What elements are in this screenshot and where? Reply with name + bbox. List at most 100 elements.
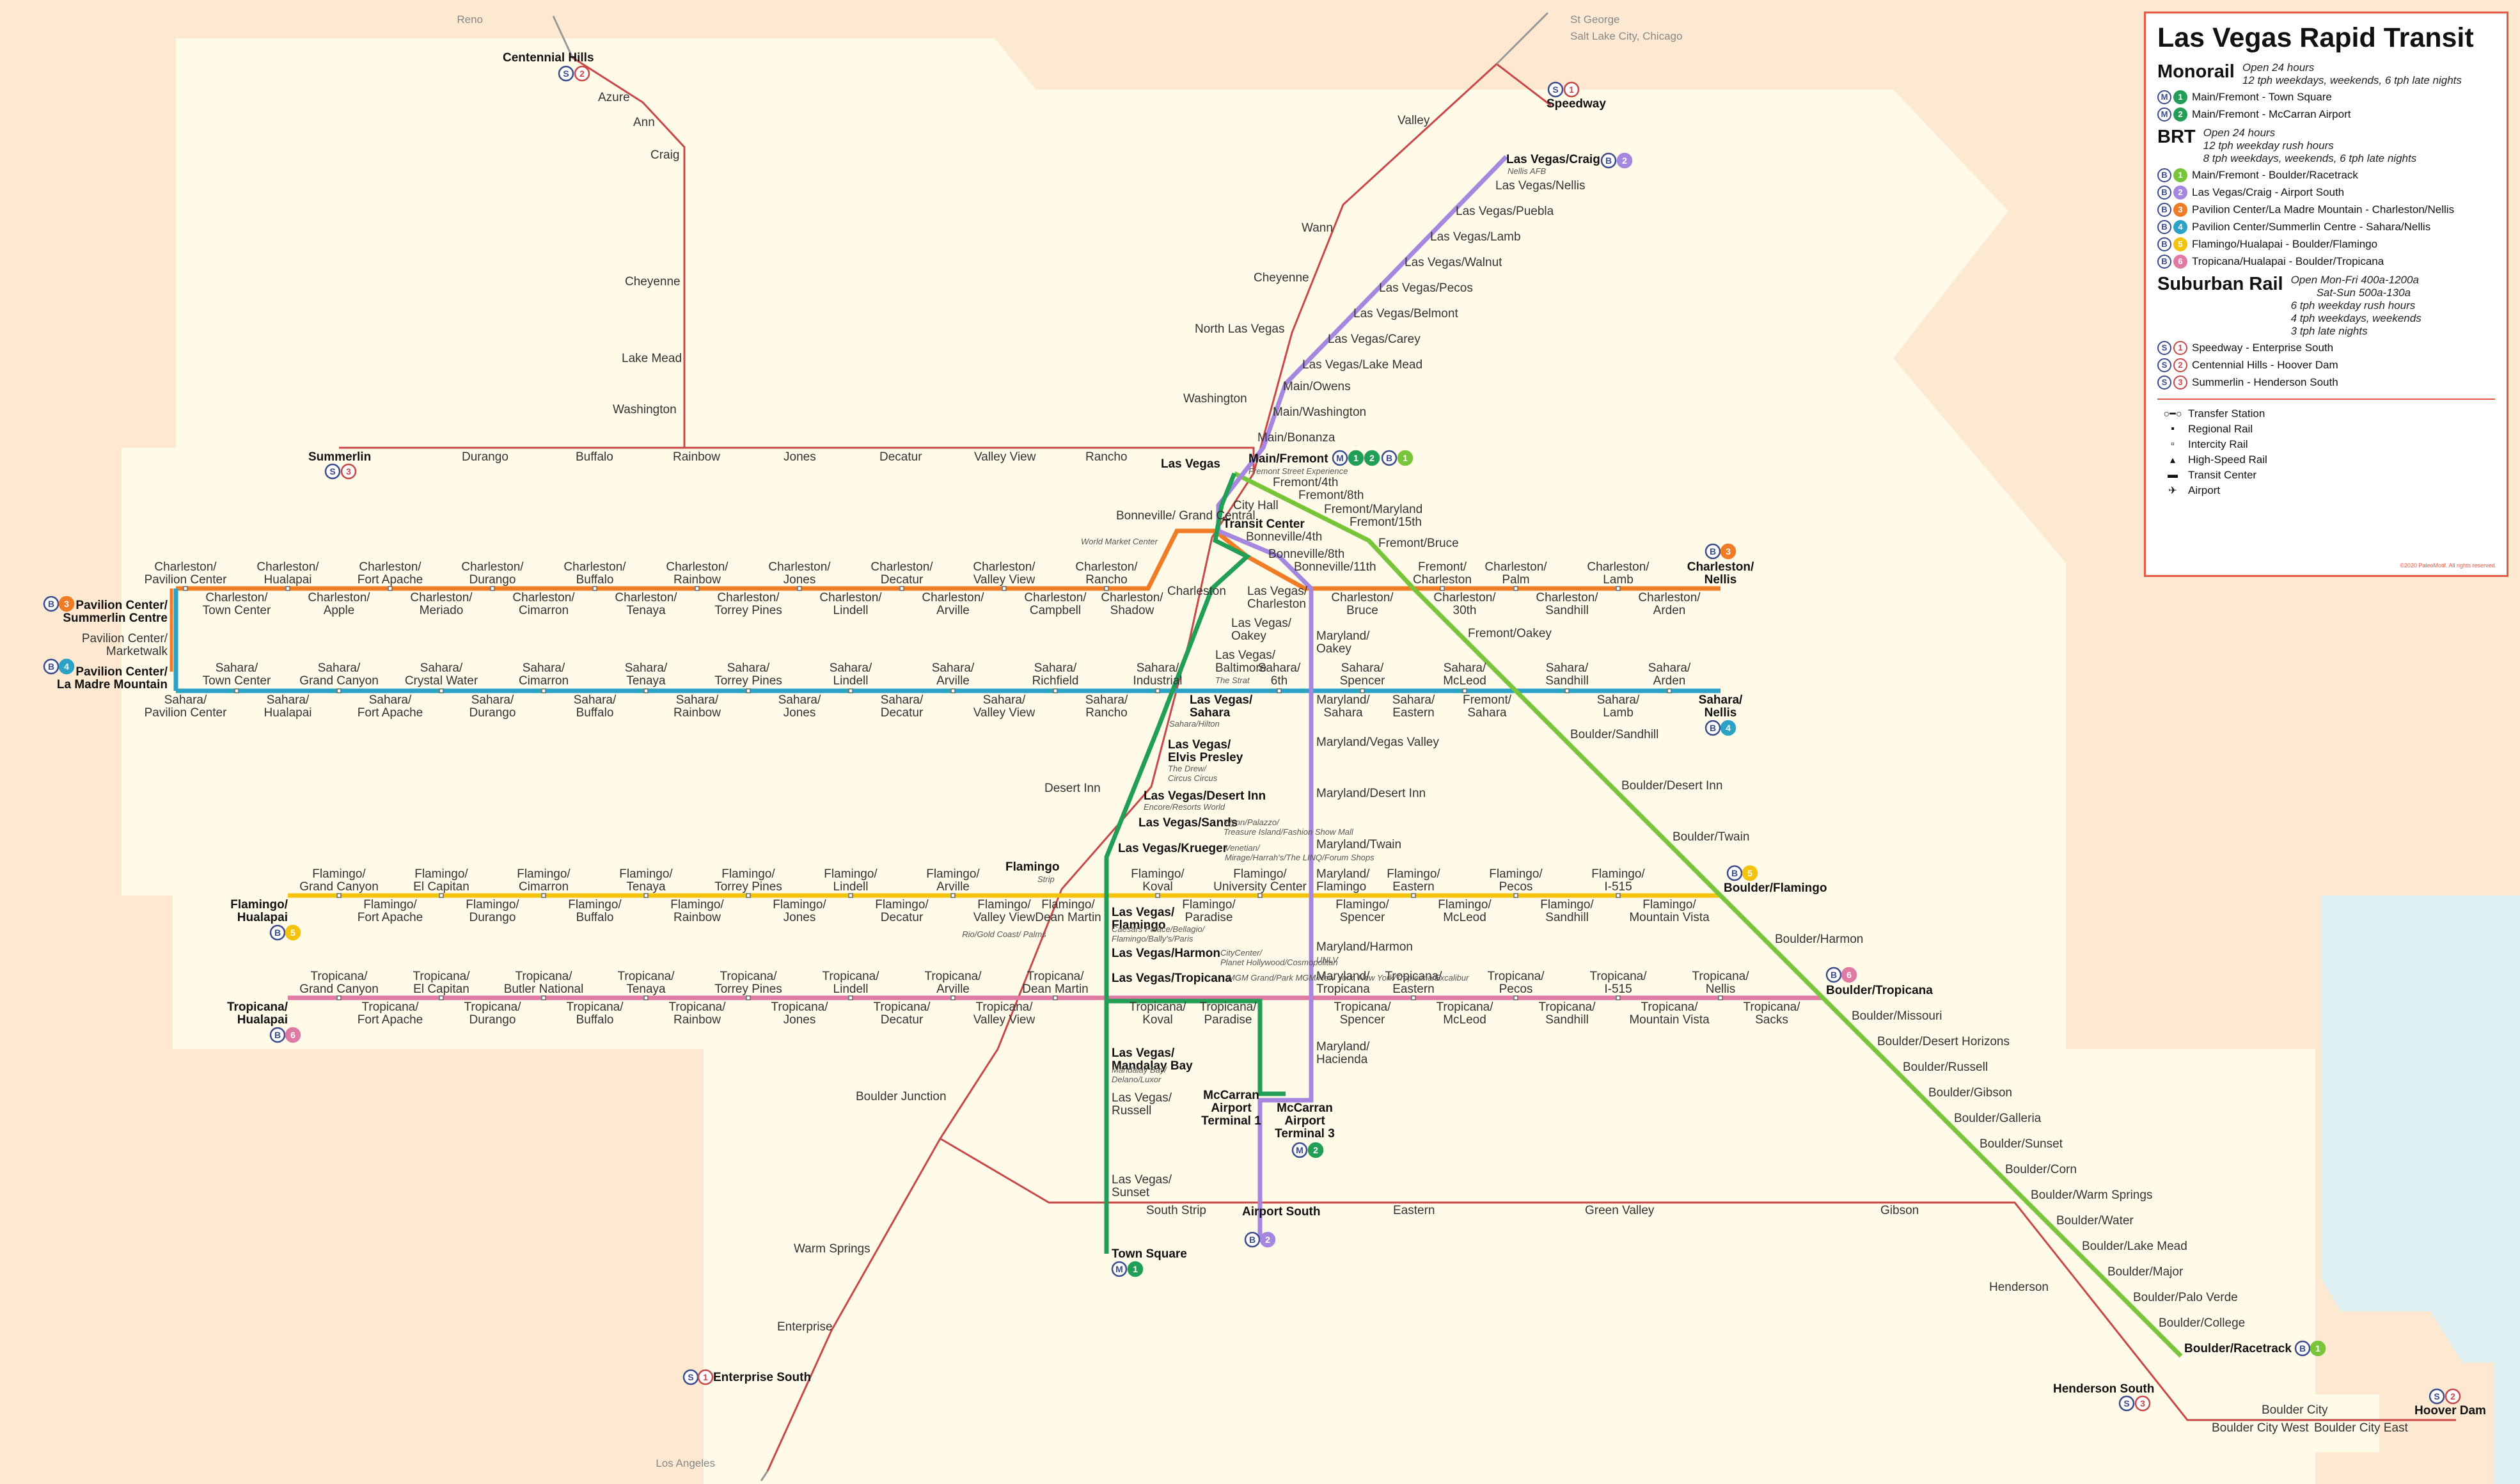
enterprise-label: Enterprise bbox=[777, 1320, 833, 1334]
route-number-badge-icon: 1 bbox=[2173, 90, 2187, 104]
station-tick bbox=[643, 893, 649, 898]
station-label: Tropicana/Pecos bbox=[1487, 970, 1545, 996]
rancho-label: Rancho bbox=[1085, 450, 1128, 464]
route-name: Main/Fremont - McCarran Airport bbox=[2192, 108, 2351, 120]
station-label: Las Vegas/Sunset bbox=[1112, 1173, 1172, 1199]
map-title: Las Vegas Rapid Transit bbox=[2157, 22, 2474, 53]
station-label: Tropicana/El Capitan bbox=[413, 970, 470, 996]
station-label: Pavilion Center/Summerlin Centre bbox=[63, 599, 168, 625]
rail-hours-line: 4 tph weekdays, weekends bbox=[2290, 312, 2422, 324]
bonneville-4th-label: Bonneville/4th bbox=[1246, 530, 1322, 544]
symbol-label: Intercity Rail bbox=[2188, 438, 2248, 450]
station-label: Sahara/Sandhill bbox=[1545, 661, 1589, 688]
cheyenne-e-label: Cheyenne bbox=[1254, 271, 1309, 285]
brt2-station-label: Las Vegas/Belmont bbox=[1353, 307, 1458, 320]
mode-badge-icon: M bbox=[2157, 90, 2171, 104]
route-badge-icon: M bbox=[1332, 450, 1348, 466]
svg-text:B: B bbox=[1386, 453, 1392, 463]
station-label: Charleston/Rainbow bbox=[666, 560, 728, 587]
boulder-city-label: Boulder City bbox=[2262, 1403, 2328, 1417]
station-label: Charleston/Palm bbox=[1484, 560, 1547, 587]
brt-hours-line: 8 tph weekdays, weekends, 6 tph late nig… bbox=[2203, 152, 2417, 164]
station-label: Tropicana/Tenaya bbox=[617, 970, 675, 996]
svg-text:2: 2 bbox=[2450, 1391, 2455, 1401]
station-tick bbox=[950, 995, 956, 1000]
station-tick bbox=[388, 586, 393, 591]
station-sublabel: Encore/Resorts World bbox=[1144, 802, 1225, 812]
brt2-station-label: Main/Bonanza bbox=[1257, 431, 1335, 445]
station-label: Charleston/Jones bbox=[768, 560, 831, 587]
station-label: Charleston/30th bbox=[1433, 591, 1496, 617]
fremont-maryland-label: Fremont/Maryland bbox=[1324, 503, 1422, 516]
brt2-station-label: Las Vegas/Puebla bbox=[1456, 205, 1554, 218]
centennial-hills-label: Centennial Hills bbox=[503, 51, 594, 65]
route-badge-icon: B bbox=[1705, 720, 1721, 736]
fremont-8th-label: Fremont/8th bbox=[1298, 489, 1364, 502]
station-label: Pavilion Center/Marketwalk bbox=[82, 632, 168, 658]
svg-text:S: S bbox=[329, 466, 335, 477]
legend-symbol-2: ▪Regional Rail bbox=[2157, 423, 2495, 436]
svg-text:3: 3 bbox=[346, 466, 351, 477]
station-label: Sahara/Richfield bbox=[1032, 661, 1079, 688]
station-label: Sahara/Arville bbox=[932, 661, 975, 688]
svg-text:6: 6 bbox=[1847, 970, 1852, 980]
station-tick bbox=[1462, 688, 1467, 693]
svg-text:S: S bbox=[2123, 1398, 2129, 1409]
svg-text:1: 1 bbox=[703, 1372, 708, 1382]
station-tick bbox=[439, 893, 444, 898]
route-badge-icon: S bbox=[2118, 1395, 2135, 1412]
station-tick bbox=[336, 893, 342, 898]
brt1-fremont-boulder-line bbox=[1233, 471, 2183, 1358]
station-tick bbox=[234, 688, 239, 693]
svg-text:2: 2 bbox=[1313, 1145, 1318, 1155]
station-tick bbox=[848, 995, 853, 1000]
boulder-station-label: Boulder/Sunset bbox=[1980, 1137, 2063, 1151]
station-label: Sahara/Spencer bbox=[1340, 661, 1385, 688]
boulder-station-label: Boulder/Desert Horizons bbox=[1877, 1035, 2010, 1048]
route-badge-icon: B bbox=[1381, 450, 1398, 466]
symbol-label: Transfer Station bbox=[2188, 407, 2265, 420]
boulder-station-label: Boulder/Water bbox=[2056, 1214, 2134, 1227]
main-fremont-label: Main/Fremont bbox=[1248, 452, 1328, 466]
station-label: Town Square bbox=[1112, 1247, 1187, 1261]
station-label: Tropicana/McLeod bbox=[1436, 1000, 1493, 1027]
station-label: Tropicana/Durango bbox=[464, 1000, 521, 1027]
symbol-label: Transit Center bbox=[2188, 469, 2257, 481]
station-label: Flamingo/Jones bbox=[773, 898, 826, 924]
station-label: Charleston/Hualapai bbox=[256, 560, 319, 587]
svg-text:4: 4 bbox=[64, 661, 69, 672]
monorail-hours-line: 12 tph weekdays, weekends, 6 tph late ni… bbox=[2242, 74, 2462, 86]
station-label: Tropicana/Jones bbox=[771, 1000, 828, 1027]
route-number-badge-icon: 3 bbox=[2173, 375, 2187, 390]
station-label: Flamingo/University Center bbox=[1213, 867, 1307, 894]
route-badge-icon: 1 bbox=[1397, 450, 1414, 466]
fremont-4th-label: Fremont/4th bbox=[1273, 476, 1338, 489]
brt2-station-label: Las Vegas/Craig bbox=[1506, 153, 1600, 166]
station-tick bbox=[1513, 586, 1518, 591]
route-badge-icon: 2 bbox=[574, 65, 590, 82]
legend-brt-name: BRT bbox=[2157, 127, 2196, 147]
station-tick bbox=[285, 586, 290, 591]
station-tick bbox=[899, 586, 904, 591]
route-name: Pavilion Center/Summerlin Centre - Sahar… bbox=[2192, 221, 2431, 233]
north-lv-label: North Las Vegas bbox=[1195, 322, 1284, 336]
route-number-badge-icon: 3 bbox=[2173, 203, 2187, 217]
los-angeles-label: Los Angeles bbox=[656, 1457, 715, 1469]
station-label: Charleston/Arden bbox=[1638, 591, 1701, 617]
station-label: Las Vegas/Oakey bbox=[1231, 617, 1292, 643]
mode-badge-icon: B bbox=[2157, 255, 2171, 269]
svg-text:B: B bbox=[274, 1030, 281, 1040]
station-label: Maryland/Hacienda bbox=[1316, 1040, 1370, 1066]
station-tick bbox=[1257, 893, 1263, 898]
route-badge-icon: 4 bbox=[1720, 720, 1736, 736]
svg-text:3: 3 bbox=[1726, 546, 1731, 556]
svg-text:B: B bbox=[2299, 1343, 2306, 1354]
rail-line-east bbox=[940, 1137, 2456, 1421]
station-label: Flamingo/Hualapai bbox=[230, 898, 288, 924]
station-label: Las Vegas/Krueger bbox=[1118, 842, 1228, 855]
regional-to-la bbox=[760, 1471, 769, 1481]
